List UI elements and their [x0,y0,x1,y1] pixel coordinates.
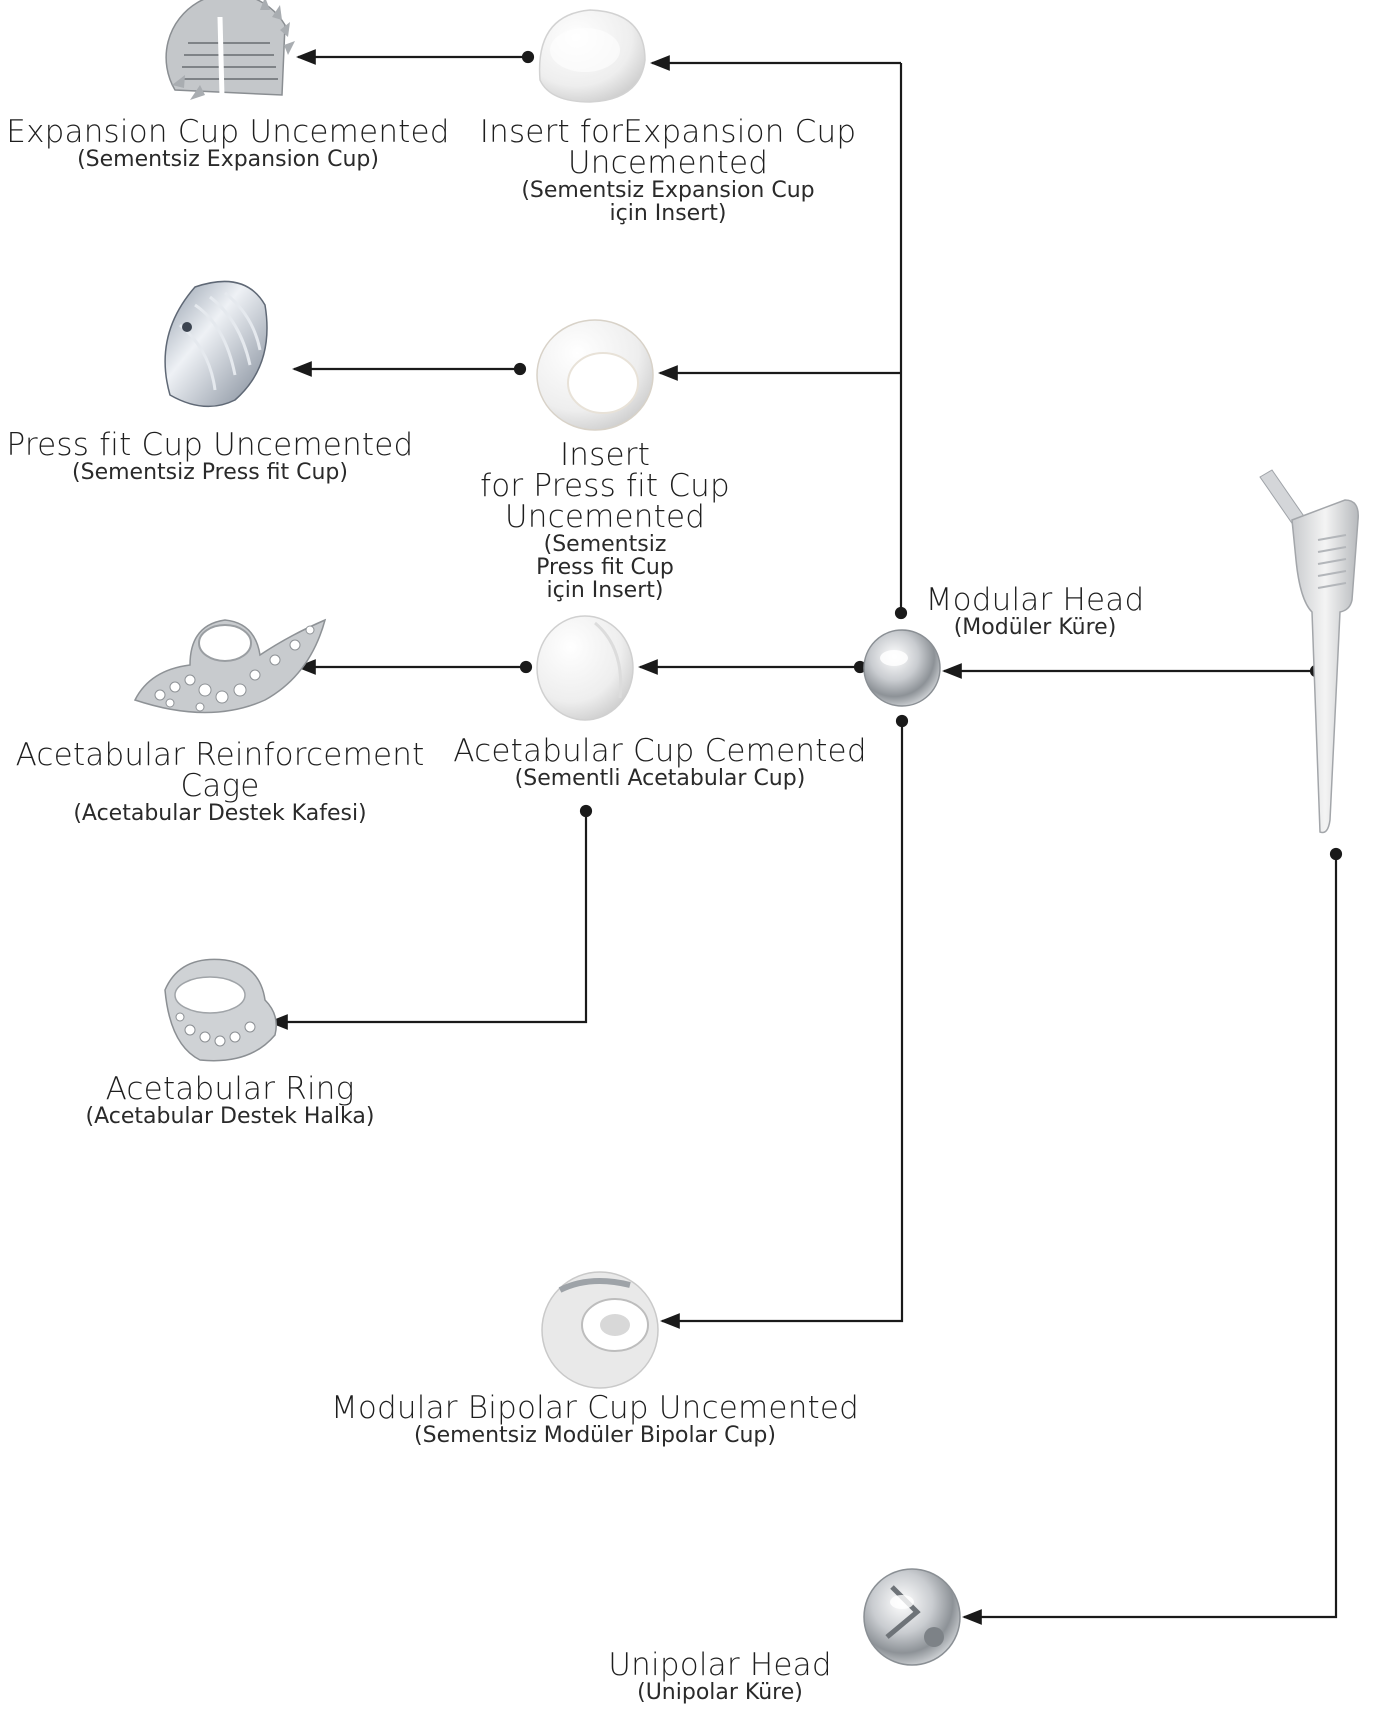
acetabular-ring-image [164,958,277,1062]
cup-cemented-label: Acetabular Cup Cemented (Sementli Acetab… [440,733,880,791]
insert-expansion-name-1: Insert forExpansion Cup [479,114,857,150]
insert-pressfit-name-2: for Press fit Cup [480,468,730,504]
connector-cup-to-ring [268,811,588,1030]
femoral-stem-image [1259,469,1359,834]
connector-dot-head-top [894,606,908,620]
insert-pressfit-image [536,319,654,431]
unipolar-head-name: Unipolar Head [608,1647,832,1683]
modular-head-name: Modular Head [925,582,1145,618]
insert-pressfit-name-1: Insert [559,437,651,473]
acetabular-ring-label: Acetabular Ring (Acetabular Destek Halka… [40,1071,420,1129]
modular-head-image [863,629,941,707]
insert-pressfit-label: Insert for Press fit Cup Uncemented (Sem… [460,437,750,604]
cup-cemented-name: Acetabular Cup Cemented [453,733,867,769]
bipolar-cup-name: Modular Bipolar Cup Uncemented [330,1390,860,1426]
bipolar-cup-sub: (Sementsiz Modüler Bipolar Cup) [414,1423,776,1448]
modular-head-label: Modular Head (Modüler Küre) [920,582,1150,640]
insert-expansion-image [538,9,646,103]
expansion-cup-image [165,0,295,100]
reinforcement-cage-name-2: Cage [180,768,260,804]
insert-expansion-name-2: Uncemented [567,145,769,181]
insert-pressfit-sub-2: Press fit Cup [536,555,674,581]
modular-head-sub: (Modüler Küre) [953,615,1117,640]
unipolar-head-label: Unipolar Head (Unipolar Küre) [590,1647,850,1705]
reinforcement-cage-label: Acetabular Reinforcement Cage (Acetabula… [0,737,440,826]
insert-expansion-label: Insert forExpansion Cup Uncemented (Seme… [468,114,868,227]
press-fit-cup-name: Press fit Cup Uncemented [6,427,414,463]
connector-stem-to-unipolar [962,854,1338,1625]
insert-expansion-sub-1: (Sementsiz Expansion Cup [521,178,815,203]
acetabular-ring-sub: (Acetabular Destek Halka) [85,1104,375,1129]
cup-cemented-sub: (Sementli Acetabular Cup) [514,766,806,791]
connectors [268,49,1343,1625]
connector-head-to-bipolar [660,721,904,1329]
expansion-cup-name: Expansion Cup Uncemented [6,114,450,150]
insert-pressfit-sub-3: için Insert) [546,578,664,604]
insert-expansion-sub-2: için Insert) [609,201,727,227]
reinforcement-cage-name-1: Acetabular Reinforcement [15,737,425,773]
bipolar-cup-label: Modular Bipolar Cup Uncemented (Sementsi… [300,1390,890,1448]
acetabular-ring-name: Acetabular Ring [105,1071,355,1107]
press-fit-cup-label: Press fit Cup Uncemented (Sementsiz Pres… [0,427,420,485]
press-fit-cup-image [164,280,268,408]
unipolar-head-image [863,1568,961,1666]
expansion-cup-sub: (Sementsiz Expansion Cup) [77,147,379,172]
expansion-cup-label: Expansion Cup Uncemented (Sementsiz Expa… [0,114,456,172]
insert-pressfit-name-3: Uncemented [504,499,706,535]
unipolar-head-sub: (Unipolar Küre) [637,1680,803,1705]
insert-pressfit-sub-1: (Sementsiz [543,532,667,557]
bipolar-cup-image [541,1271,659,1389]
reinforcement-cage-sub: (Acetabular Destek Kafesi) [73,801,367,826]
cup-cemented-image [536,615,634,721]
press-fit-cup-sub: (Sementsiz Press fit Cup) [72,460,348,485]
reinforcement-cage-image [133,618,327,714]
